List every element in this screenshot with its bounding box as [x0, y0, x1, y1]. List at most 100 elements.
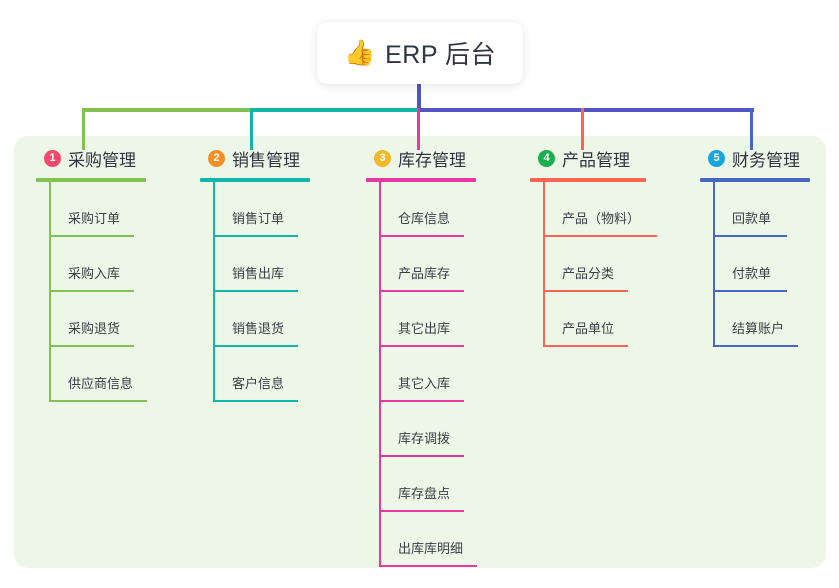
bus-segment — [82, 108, 254, 112]
root-node-card[interactable]: 👍 ERP 后台 — [317, 22, 523, 84]
column-stub-line — [750, 108, 753, 150]
branch-spine-line — [713, 182, 715, 347]
branch-column-1: 1 采购管理采购订单采购入库采购退货供应商信息 — [36, 146, 196, 402]
root-connector-line — [417, 84, 421, 108]
leaf-item[interactable]: 采购订单 — [50, 182, 196, 237]
leaf-item[interactable]: 产品单位 — [544, 292, 705, 347]
leaf-item[interactable]: 库存调拨 — [380, 402, 526, 457]
branch-underline — [366, 178, 476, 182]
bus-segment — [250, 108, 421, 112]
leaf-underline — [214, 345, 298, 347]
leaf-item[interactable]: 产品库存 — [380, 237, 526, 292]
leaf-item-label: 付款单 — [732, 266, 772, 281]
leaf-underline — [380, 565, 477, 567]
bus-segment — [417, 108, 754, 112]
branch-underline — [36, 178, 146, 182]
leaf-item[interactable]: 结算账户 — [714, 292, 839, 347]
branch-items: 采购订单采购入库采购退货供应商信息 — [36, 182, 196, 402]
leaf-item-label: 结算账户 — [732, 321, 785, 336]
leaf-item[interactable]: 其它出库 — [380, 292, 526, 347]
branch-title: 产品管理 — [562, 150, 630, 170]
leaf-item[interactable]: 销售退货 — [214, 292, 360, 347]
leaf-item[interactable]: 销售订单 — [214, 182, 360, 237]
leaf-item-label: 仓库信息 — [398, 211, 451, 226]
column-stub-line — [82, 108, 85, 150]
leaf-item[interactable]: 采购退货 — [50, 292, 196, 347]
column-stub-line — [250, 108, 253, 150]
thumbs-up-icon: 👍 — [343, 38, 376, 67]
branch-items: 仓库信息产品库存其它出库其它入库库存调拨库存盘点出库库明细 — [366, 182, 526, 567]
leaf-item-label: 采购入库 — [68, 266, 121, 281]
leaf-underline — [380, 455, 464, 457]
column-stub-line — [417, 108, 420, 150]
leaf-underline — [714, 235, 787, 237]
leaf-underline — [544, 345, 628, 347]
branch-items: 销售订单销售出库销售退货客户信息 — [200, 182, 360, 402]
leaf-underline — [214, 235, 298, 237]
branch-spine-line — [543, 182, 545, 347]
leaf-item[interactable]: 客户信息 — [214, 347, 360, 402]
leaf-underline — [380, 235, 464, 237]
column-stub-line — [581, 108, 584, 150]
leaf-underline — [380, 290, 464, 292]
leaf-item[interactable]: 库存盘点 — [380, 457, 526, 512]
leaf-item-label: 供应商信息 — [68, 376, 134, 391]
leaf-item-label: 其它出库 — [398, 321, 451, 336]
branch-column-2: 2 销售管理销售订单销售出库销售退货客户信息 — [200, 146, 360, 402]
leaf-item-label: 采购订单 — [68, 211, 121, 226]
branch-header-2[interactable]: 2 销售管理 — [200, 146, 360, 170]
branch-items: 产品（物料） 产品分类产品单位 — [530, 182, 705, 347]
leaf-item[interactable]: 销售出库 — [214, 237, 360, 292]
leaf-item[interactable]: 供应商信息 — [50, 347, 196, 402]
branch-title: 销售管理 — [232, 150, 300, 170]
leaf-item-label: 销售出库 — [232, 266, 285, 281]
branch-column-3: 3 库存管理仓库信息产品库存其它出库其它入库库存调拨库存盘点出库库明细 — [366, 146, 526, 567]
branch-underline — [700, 178, 810, 182]
root-node-label: ERP 后台 — [385, 41, 497, 69]
leaf-item[interactable]: 产品分类 — [544, 237, 705, 292]
branch-header-3[interactable]: 3 库存管理 — [366, 146, 526, 170]
leaf-item-label: 回款单 — [732, 211, 772, 226]
leaf-underline — [214, 290, 298, 292]
diagram-panel — [14, 136, 826, 568]
branch-underline — [200, 178, 310, 182]
branch-underline — [530, 178, 646, 182]
leaf-underline — [50, 290, 134, 292]
leaf-item-label: 销售退货 — [232, 321, 285, 336]
leaf-underline — [380, 400, 464, 402]
leaf-item[interactable]: 产品（物料） — [544, 182, 705, 237]
leaf-item-label: 产品分类 — [562, 266, 615, 281]
leaf-item-label: 其它入库 — [398, 376, 451, 391]
leaf-item[interactable]: 仓库信息 — [380, 182, 526, 237]
branch-title: 采购管理 — [68, 150, 136, 170]
leaf-item-label: 出库库明细 — [398, 541, 464, 556]
leaf-item-label: 客户信息 — [232, 376, 285, 391]
branch-spine-line — [379, 182, 381, 567]
branch-title: 库存管理 — [398, 150, 466, 170]
branch-spine-line — [213, 182, 215, 402]
leaf-item[interactable]: 其它入库 — [380, 347, 526, 402]
branch-index-badge: 2 — [208, 149, 225, 167]
leaf-underline — [544, 235, 657, 237]
branch-index-badge: 1 — [44, 149, 61, 167]
leaf-item[interactable]: 出库库明细 — [380, 512, 526, 567]
leaf-item-label: 采购退货 — [68, 321, 121, 336]
leaf-underline — [544, 290, 628, 292]
leaf-item[interactable]: 付款单 — [714, 237, 839, 292]
leaf-item-label: 库存调拨 — [398, 431, 451, 446]
leaf-item[interactable]: 回款单 — [714, 182, 839, 237]
branch-items: 回款单付款单结算账户 — [700, 182, 839, 347]
branch-header-1[interactable]: 1 采购管理 — [36, 146, 196, 170]
leaf-underline — [380, 345, 464, 347]
leaf-item-label: 库存盘点 — [398, 486, 451, 501]
leaf-item[interactable]: 采购入库 — [50, 237, 196, 292]
branch-index-badge: 5 — [708, 149, 725, 167]
leaf-underline — [214, 400, 298, 402]
branch-index-badge: 3 — [374, 149, 391, 167]
leaf-underline — [50, 235, 134, 237]
leaf-underline — [380, 510, 464, 512]
